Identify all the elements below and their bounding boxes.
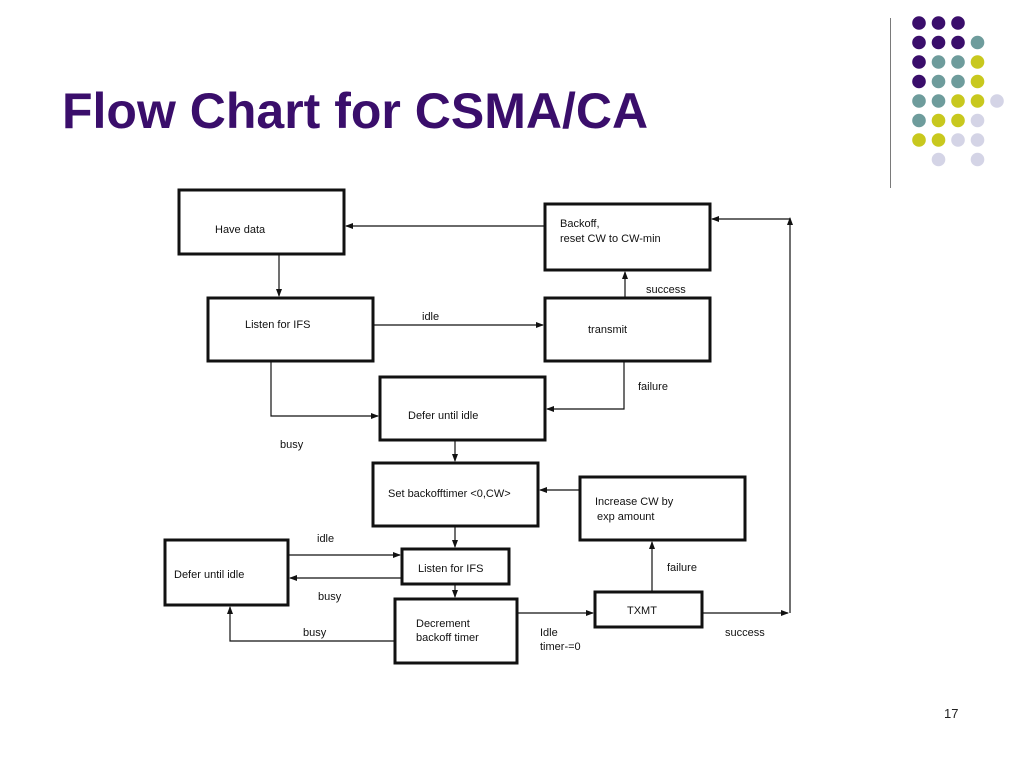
box-transmit: transmit [543, 296, 712, 363]
decorative-dot [990, 94, 1004, 108]
edge-labels: idle success failure busy idle busy busy… [280, 284, 765, 653]
decorative-dot [951, 94, 965, 108]
decorative-dot [912, 16, 926, 30]
decorative-dot [951, 55, 965, 69]
decorative-dot [951, 113, 965, 128]
box-defer-idle-left: Defer until idle [163, 538, 290, 607]
label-idle-timer-1: Idle [540, 627, 558, 639]
slide-title: Flow Chart for CSMA/CA [62, 83, 649, 139]
decorative-dot [970, 94, 985, 108]
label-busy-bottom: busy [303, 627, 327, 639]
svg-text:backoff timer: backoff timer [416, 632, 479, 644]
label-failure-top: failure [638, 381, 668, 393]
decorative-dot [970, 133, 985, 147]
box-have-data: Have data [177, 188, 346, 256]
box-backoff-reset: Backoff, reset CW to CW-min [543, 202, 712, 272]
label-idle-timer-2: timer-=0 [540, 641, 581, 653]
decorative-dot [912, 55, 926, 69]
decorative-dot [951, 74, 965, 89]
decorative-dot [931, 16, 946, 30]
decorative-dot-grid [912, 16, 1004, 167]
svg-text:TXMT: TXMT [627, 605, 657, 617]
decorative-dot [931, 74, 946, 89]
decorative-dot [970, 113, 985, 128]
decorative-dot [912, 74, 926, 89]
svg-text:Listen for IFS: Listen for IFS [418, 563, 483, 575]
decorative-dot [970, 55, 985, 69]
decorative-dot [931, 55, 946, 69]
decorative-dot [970, 152, 985, 167]
label-failure-txmt: failure [667, 562, 697, 574]
box-defer-idle-center: Defer until idle [378, 375, 547, 442]
svg-text:Listen for IFS: Listen for IFS [245, 319, 310, 331]
svg-text:Backoff,: Backoff, [560, 218, 600, 230]
decorative-dot [931, 35, 946, 50]
label-idle-top: idle [422, 311, 439, 323]
decorative-dot [931, 152, 946, 167]
page-number: 17 [944, 706, 959, 721]
title-divider [890, 18, 891, 188]
label-idle-left: idle [317, 533, 334, 545]
label-success-top: success [646, 284, 686, 296]
svg-text:Decrement: Decrement [416, 618, 470, 630]
decorative-dot [951, 16, 965, 30]
decorative-dot [912, 133, 926, 147]
svg-text:Defer until idle: Defer until idle [408, 410, 478, 422]
decorative-dot [951, 35, 965, 50]
decorative-dot [970, 74, 985, 89]
decorative-dot [912, 113, 926, 128]
box-increase-cw: Increase CW by exp amount [578, 475, 747, 542]
svg-text:transmit: transmit [588, 324, 627, 336]
decorative-dot [912, 35, 926, 50]
svg-text:exp amount: exp amount [597, 511, 654, 523]
decorative-dot [970, 35, 985, 50]
box-decrement-backoff: Decrement backoff timer [393, 597, 519, 665]
decorative-dot [931, 113, 946, 128]
box-listen-ifs-top: Listen for IFS [206, 296, 375, 363]
box-txmt: TXMT [593, 590, 704, 629]
decorative-dot [951, 133, 965, 147]
label-success-bottom: success [725, 627, 765, 639]
svg-text:Increase CW by: Increase CW by [595, 496, 674, 508]
decorative-dot [931, 133, 946, 147]
box-set-backoff: Set backofftimer <0,CW> [371, 461, 540, 528]
decorative-dot [931, 94, 946, 108]
label-busy-left: busy [318, 591, 342, 603]
svg-text:reset CW to CW-min: reset CW to CW-min [560, 233, 661, 245]
connectors [227, 216, 793, 642]
svg-text:Have data: Have data [215, 224, 266, 236]
box-listen-ifs-bottom: Listen for IFS [400, 547, 511, 586]
svg-text:Set backofftimer <0,CW>: Set backofftimer <0,CW> [388, 488, 511, 500]
label-busy-top: busy [280, 439, 304, 451]
svg-text:Defer until idle: Defer until idle [174, 569, 244, 581]
decorative-dot [912, 94, 926, 108]
